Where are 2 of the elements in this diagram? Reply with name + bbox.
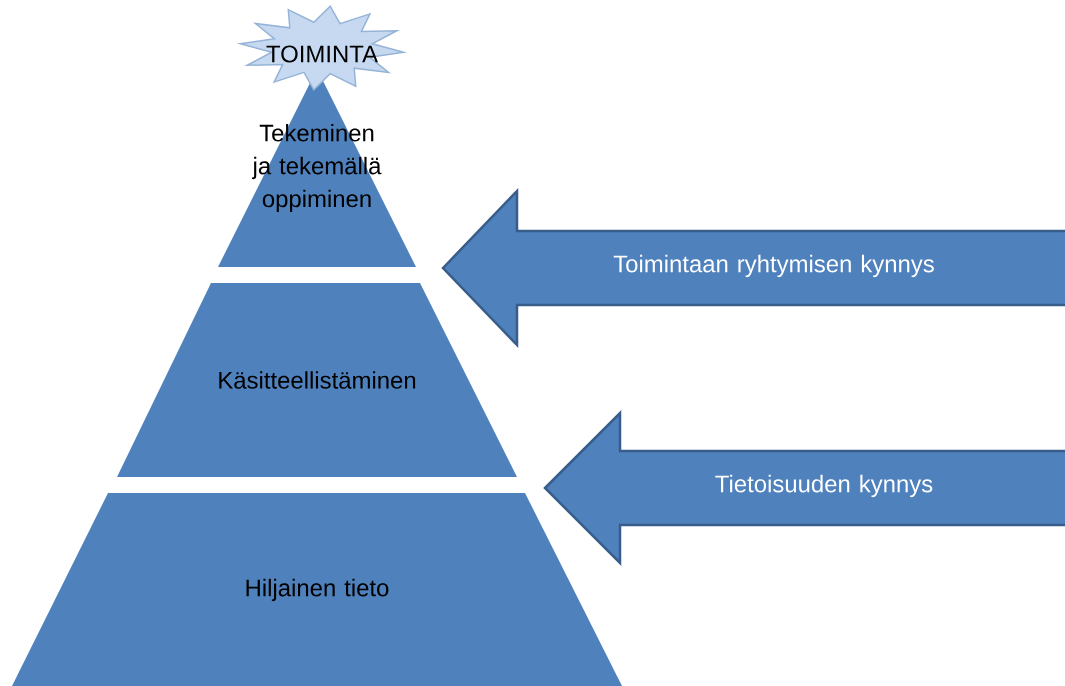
pyramid-level: Käsitteellistäminen [117, 283, 517, 477]
pyramid-level: Hiljainen tieto [12, 493, 622, 686]
